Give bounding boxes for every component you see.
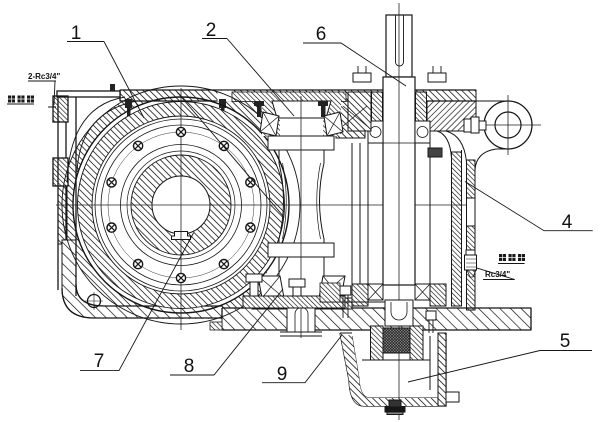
svg-text:6: 6 xyxy=(316,24,327,45)
svg-text:Rc3/4": Rc3/4" xyxy=(485,270,510,279)
svg-text:2-Rc3/4": 2-Rc3/4" xyxy=(28,72,60,81)
svg-text:5: 5 xyxy=(560,331,571,352)
svg-text:9: 9 xyxy=(277,364,288,385)
svg-text:4: 4 xyxy=(562,212,573,233)
svg-text:1: 1 xyxy=(71,23,82,44)
svg-text:7: 7 xyxy=(94,351,105,372)
svg-text:8: 8 xyxy=(184,356,195,377)
svg-text:2: 2 xyxy=(206,20,217,41)
